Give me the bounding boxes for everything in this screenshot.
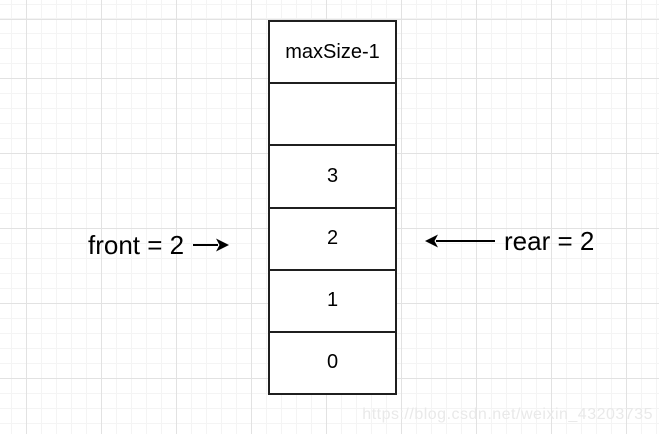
array-cell-2: 2	[270, 209, 395, 271]
array-cell-1: 1	[270, 271, 395, 333]
array-cell-label: 1	[326, 289, 339, 312]
array-cell-0: 0	[270, 333, 395, 393]
left-arrow-icon	[425, 234, 495, 248]
watermark-url: https://blog.csdn.net/weixin_43203735	[362, 406, 653, 423]
array-cell-maxsize: maxSize-1	[270, 22, 395, 85]
array-cell-empty	[270, 84, 395, 147]
front-pointer: front = 2	[88, 229, 230, 260]
rear-pointer: rear = 2	[425, 225, 595, 256]
rear-label: rear = 2	[504, 225, 595, 256]
front-label: front = 2	[88, 229, 185, 260]
array-cell-label: 0	[326, 351, 339, 374]
array-cell-3: 3	[270, 146, 395, 209]
array-cell-label: maxSize-1	[285, 40, 380, 63]
array-cell-label: 2	[326, 227, 339, 250]
array-queue-box: maxSize-1 3 2 1 0	[268, 20, 397, 395]
array-cell-label: 3	[326, 164, 339, 187]
right-arrow-icon	[193, 238, 230, 252]
